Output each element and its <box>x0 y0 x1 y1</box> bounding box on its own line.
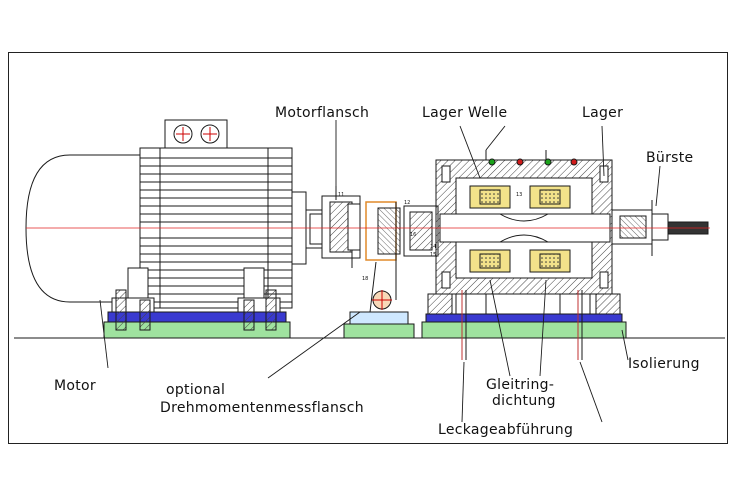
svg-text:15: 15 <box>430 252 436 258</box>
label-motorflansch: Motorflansch <box>275 105 369 121</box>
motor-flange <box>309 186 361 268</box>
svg-text:11: 11 <box>338 192 344 198</box>
svg-text:16: 16 <box>410 232 416 238</box>
svg-text:12: 12 <box>404 200 410 206</box>
svg-text:14: 14 <box>430 244 436 250</box>
motor-base <box>103 289 291 339</box>
label-motor: Motor <box>54 378 96 394</box>
svg-text:18: 18 <box>362 276 368 282</box>
drawing-frame <box>8 52 728 444</box>
label-isolierung: Isolierung <box>628 356 700 372</box>
terminal-screw-icon <box>200 124 220 144</box>
torque-flange <box>343 201 415 339</box>
part-numbers: 11 12 13 14 15 16 18 <box>338 192 522 282</box>
label-gleitring: Gleitring- <box>486 377 554 393</box>
label-leckageabfuehrung: Leckageabführung <box>438 422 573 438</box>
label-drehmomentenmessflansch: Drehmomentenmessflansch <box>160 400 364 416</box>
label-buerste: Bürste <box>646 150 693 166</box>
label-optional: optional <box>166 382 225 398</box>
label-dichtung: dichtung <box>492 393 556 409</box>
bearing-supports <box>421 290 627 360</box>
leader-lines <box>99 120 661 423</box>
label-lager-welle: Lager Welle <box>422 105 507 121</box>
svg-text:13: 13 <box>516 192 522 198</box>
bearing-housing <box>403 150 709 295</box>
label-lager: Lager <box>582 105 623 121</box>
terminal-screw-icon <box>173 124 193 144</box>
motor <box>25 119 325 313</box>
